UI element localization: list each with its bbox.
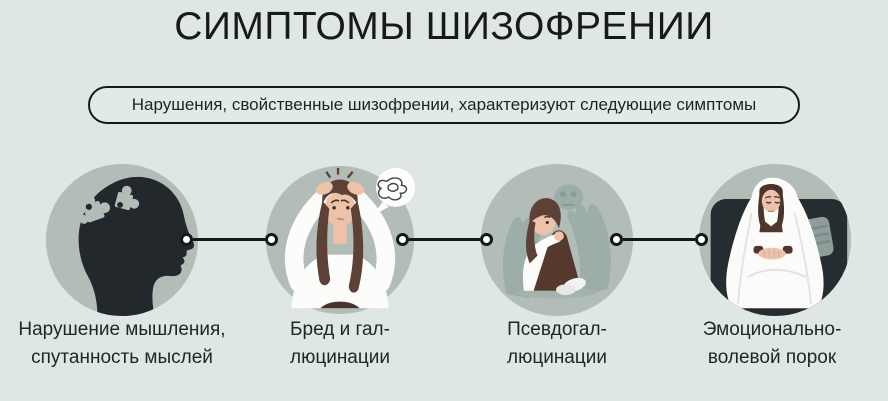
symptom-2-label: Бред и гал- люцинации: [220, 316, 460, 372]
subtitle-banner: Нарушения, свойственные шизофрении, хара…: [88, 86, 800, 124]
connector-1: [180, 233, 278, 246]
subtitle-text: Нарушения, свойственные шизофрении, хара…: [131, 95, 757, 114]
symptom-4-illustration: [697, 162, 853, 318]
symptom-4-label-line1: Эмоционально-: [702, 319, 842, 340]
symptom-3-label: Псевдогал- люцинации: [437, 316, 677, 372]
connector-3: [610, 233, 708, 246]
symptom-1-label-line1: Нарушение мышления,: [18, 319, 226, 340]
symptom-1-illustration: [44, 162, 200, 318]
symptom-3-label-line1: Псевдогал-: [507, 319, 607, 340]
connector-node-icon: [695, 233, 708, 246]
connector-node-icon: [180, 233, 193, 246]
connector-line: [193, 238, 265, 241]
crouching-person-icon: [480, 163, 634, 317]
symptom-3-label-line2: люцинации: [506, 347, 607, 368]
symptom-2-label-line2: люцинации: [289, 347, 390, 368]
symptom-2-label-line1: Бред и гал-: [290, 319, 390, 340]
symptom-4-label-line2: волевой порок: [707, 347, 837, 368]
symptom-1-label-line2: спутанность мыслей: [31, 347, 213, 368]
page-title: СИМПТОМЫ ШИЗОФРЕНИИ: [174, 5, 714, 48]
connector-node-icon: [480, 233, 493, 246]
symptom-3-illustration: [479, 162, 635, 318]
connector-2: [396, 233, 493, 246]
connector-line: [623, 238, 695, 241]
connector-node-icon: [610, 233, 623, 246]
symptom-4-label: Эмоционально- волевой порок: [652, 316, 888, 372]
symptom-1-label: Нарушение мышления, спутанность мыслей: [2, 316, 242, 372]
connector-node-icon: [396, 233, 409, 246]
connector-node-icon: [265, 233, 278, 246]
connector-line: [409, 238, 480, 241]
stressed-person-icon: [265, 165, 416, 315]
blanket-person-icon: [698, 163, 852, 317]
symptom-2-illustration: [262, 162, 418, 318]
head-puzzle-icon: [45, 163, 199, 317]
